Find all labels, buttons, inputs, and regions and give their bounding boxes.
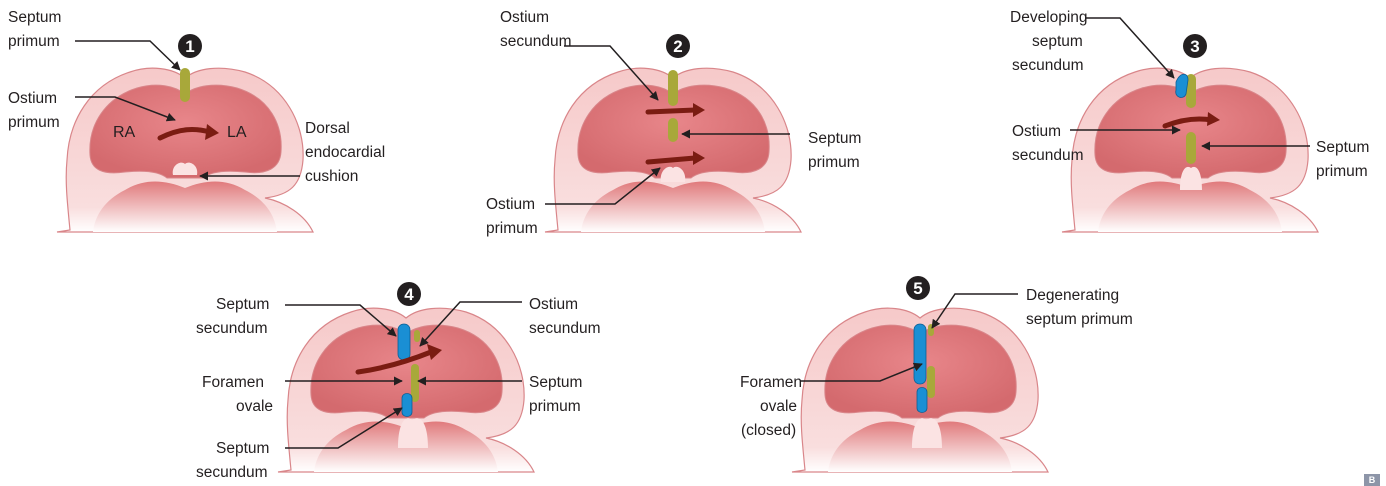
- label-ostium-primum-2a: Ostium: [486, 196, 535, 213]
- la-label: LA: [227, 124, 247, 141]
- label-foramen-closed-5b: ovale: [760, 398, 797, 415]
- label-septum-primum-2b: primum: [808, 154, 860, 171]
- label-developing-3b: septum: [1032, 33, 1083, 50]
- label-ostium-secundum-4b: secundum: [529, 320, 601, 337]
- label-septum-primum-3b: primum: [1316, 163, 1368, 180]
- label-foramen-closed-5a: Foramen: [740, 374, 802, 391]
- label-septum-primum-1a: Septum: [8, 9, 61, 26]
- panel-5: 5: [792, 276, 1048, 472]
- step-number-1: 1: [185, 37, 194, 56]
- label-foramen-closed-5c: (closed): [741, 422, 796, 439]
- credit-text: B: [1369, 475, 1376, 485]
- septum-primum-2-mid: [668, 118, 678, 142]
- label-septum-primum-2a: Septum: [808, 130, 861, 147]
- septum-primum-4-top: [414, 330, 420, 342]
- label-ostium-secundum-2a: Ostium: [500, 9, 549, 26]
- label-ostium-secundum-3b: secundum: [1012, 147, 1084, 164]
- label-degenerating-5b: septum primum: [1026, 311, 1133, 328]
- label-degenerating-5a: Degenerating: [1026, 287, 1119, 304]
- label-septum-primum-1b: primum: [8, 33, 60, 50]
- septum-secundum-4-bottom: [402, 394, 412, 417]
- septum-primum-1: [180, 68, 190, 102]
- label-dorsal-1c: cushion: [305, 168, 358, 185]
- label-septum-secundum-4a: Septum: [216, 296, 269, 313]
- label-septum-primum-3a: Septum: [1316, 139, 1369, 156]
- panel-3: 3: [1062, 34, 1318, 232]
- label-dorsal-1a: Dorsal: [305, 120, 350, 137]
- label-ostium-secundum-3a: Ostium: [1012, 123, 1061, 140]
- panel-4: 4: [278, 282, 534, 472]
- septum-secundum-4-top: [398, 324, 410, 360]
- label-septum-primum-4a: Septum: [529, 374, 582, 391]
- septum-secundum-5-bottom: [917, 388, 927, 413]
- step-number-3: 3: [1190, 37, 1199, 56]
- label-dorsal-1b: endocardial: [305, 144, 385, 161]
- label-septum-secundum-4b: secundum: [196, 320, 268, 337]
- step-number-4: 4: [404, 285, 414, 304]
- septum-primum-2-top: [668, 70, 678, 106]
- label-developing-3c: secundum: [1012, 57, 1084, 74]
- septum-secundum-5-top: [914, 324, 926, 384]
- label-ostium-secundum-2b: secundum: [500, 33, 572, 50]
- label-foramen-4a: Foramen: [202, 374, 264, 391]
- leader-septum-primum-1: [75, 41, 180, 70]
- step-number-5: 5: [913, 279, 922, 298]
- label-septum-secundum-4c: Septum: [216, 440, 269, 457]
- label-ostium-primum-1b: primum: [8, 114, 60, 131]
- flow-arrow-2a: [648, 110, 695, 112]
- label-ostium-primum-2b: primum: [486, 220, 538, 237]
- step-number-2: 2: [673, 37, 682, 56]
- label-septum-primum-4b: primum: [529, 398, 581, 415]
- label-foramen-4b: ovale: [236, 398, 273, 415]
- panel-1: 1 RA LA: [57, 34, 313, 232]
- label-ostium-primum-1a: Ostium: [8, 90, 57, 107]
- septum-primum-3-low: [1186, 132, 1196, 164]
- panel-2: 2: [545, 34, 801, 232]
- label-developing-3a: Developing: [1010, 9, 1088, 26]
- label-septum-secundum-4d: secundum: [196, 464, 268, 481]
- label-ostium-secundum-4a: Ostium: [529, 296, 578, 313]
- septum-primum-5-low: [927, 366, 935, 398]
- ra-label: RA: [113, 124, 136, 141]
